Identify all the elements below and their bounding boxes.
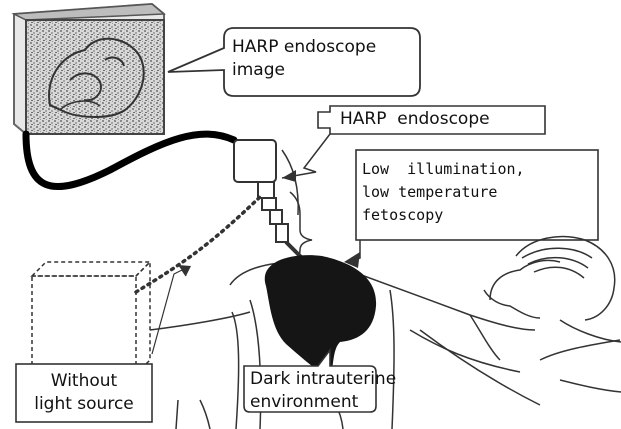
patient-head — [484, 237, 621, 342]
label-monitor: HARP endoscope image — [232, 36, 376, 82]
label-endoscope: HARP endoscope — [340, 108, 490, 131]
label-fetoscopy: Low illumination, low temperature fetosc… — [362, 158, 525, 227]
arrow-without-light — [152, 270, 186, 354]
monitor — [14, 4, 164, 134]
uterus — [265, 255, 376, 378]
label-intrauterine: Dark intrauterine environment — [250, 368, 396, 414]
endoscope — [234, 140, 306, 262]
label-no-light: Without light source — [24, 370, 144, 416]
light-source-box — [32, 262, 150, 374]
light-cable-dotted — [136, 195, 262, 292]
cable — [26, 134, 234, 187]
